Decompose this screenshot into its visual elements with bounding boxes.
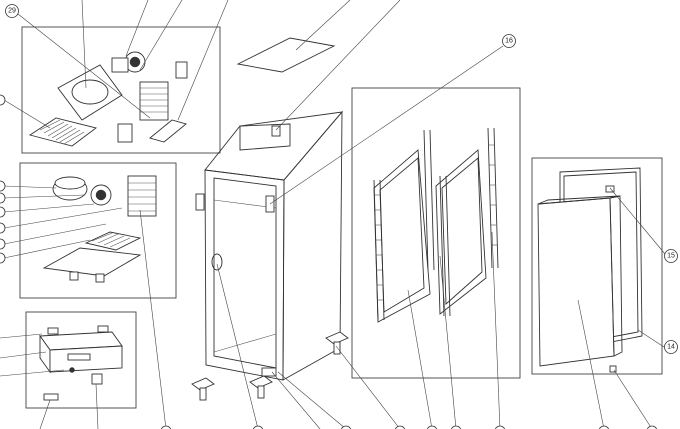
- leader-lines: [0, 0, 666, 429]
- callout-15: 15: [664, 249, 678, 263]
- callout-16: 16: [502, 34, 516, 48]
- compressor-assembly-panel: [19, 162, 177, 299]
- cabinet-body: [195, 110, 344, 381]
- control-box-panel: [25, 311, 137, 409]
- callout-16-label: 16: [505, 38, 513, 45]
- edge-callout-circles: [0, 94, 658, 429]
- callout-14-label: 14: [667, 344, 675, 351]
- evaporator-assembly-panel: [21, 26, 221, 154]
- callout-29: 29: [5, 4, 19, 18]
- leveling-feet: [191, 331, 349, 401]
- top-cover-plate: [236, 37, 336, 73]
- callout-15-label: 15: [667, 253, 675, 260]
- door-panel: [531, 157, 663, 375]
- callout-29-label: 29: [8, 8, 16, 15]
- callout-14: 14: [664, 340, 678, 354]
